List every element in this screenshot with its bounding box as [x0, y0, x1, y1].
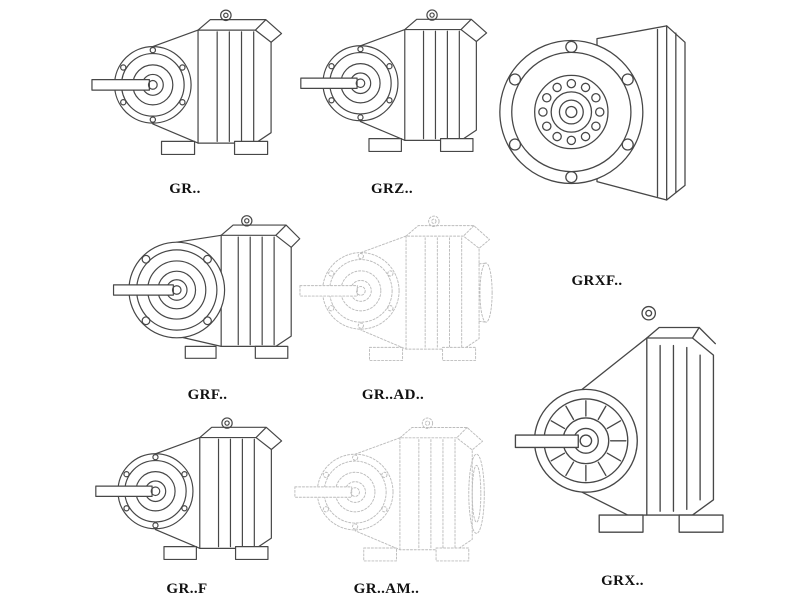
figure-label-gr: GR..: [169, 181, 201, 197]
figure-grad: GR..AD..: [288, 210, 498, 404]
figure-label-grxf: GRXF..: [571, 273, 623, 289]
figure-grxf: GRXF..: [482, 2, 712, 290]
gearbox-drawing-gr: [85, 4, 285, 169]
figure-label-grx: GRX..: [601, 573, 644, 589]
figure-label-grf: GRF..: [187, 387, 228, 403]
gearbox-drawing-grx: [504, 298, 742, 555]
figure-grft: GR..F: [82, 412, 292, 598]
figure-grx: GRX..: [500, 298, 745, 590]
gearbox-drawing-grz: [294, 4, 490, 166]
figure-grz: GRZ..: [292, 4, 492, 198]
figure-label-grz: GRZ..: [370, 181, 413, 197]
gearbox-drawing-gram: [288, 412, 485, 576]
figure-label-gram: GR..AM..: [353, 581, 420, 597]
figure-gram: GR..AM..: [284, 412, 489, 598]
figure-grf: GRF..: [100, 208, 315, 404]
gearbox-drawing-grft: [89, 412, 285, 574]
gearbox-drawing-grxf: [487, 2, 707, 250]
gearbox-drawing-grad: [293, 210, 493, 375]
figure-label-grft: GR..F: [166, 581, 208, 597]
figure-gr: GR..: [80, 4, 290, 198]
figure-label-grad: GR..AD..: [361, 387, 425, 403]
gearbox-drawing-grf: [105, 208, 310, 379]
